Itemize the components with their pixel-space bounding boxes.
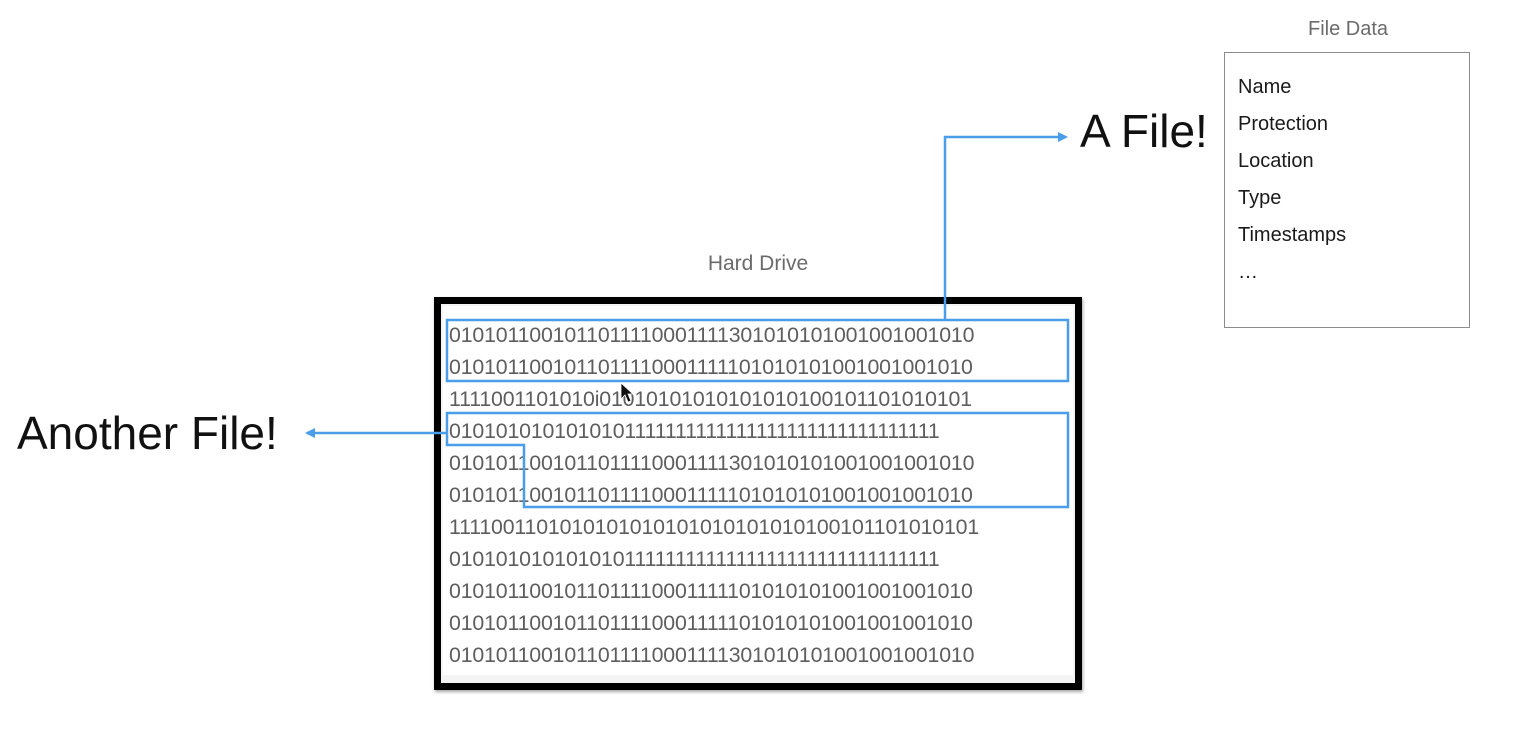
file-data-item-ellipsis: … xyxy=(1238,261,1258,283)
file-data-item-type: Type xyxy=(1238,187,1282,209)
hard-drive-title: Hard Drive xyxy=(707,252,809,275)
mouse-cursor-icon xyxy=(620,382,635,403)
binary-row: 0101010101010101111111111111111111111111… xyxy=(449,547,940,571)
file-data-item-location: Location xyxy=(1238,150,1314,172)
file-2-outline xyxy=(445,411,1070,509)
binary-row: 0101011001011011110001111301010101001001… xyxy=(449,643,975,667)
hard-drive-frame xyxy=(434,297,1082,690)
binary-row: 0101010101010101111111111111111111111111… xyxy=(449,419,940,443)
file-data-item-name: Name xyxy=(1238,76,1292,98)
hard-drive-surface xyxy=(443,306,1073,675)
binary-row: 0101011001011011110001111301010101001001… xyxy=(449,451,975,475)
binary-row: 1111001101010101010101010101010100101101… xyxy=(449,515,980,539)
binary-row: 0101011001011011110001111101010101001001… xyxy=(449,579,973,603)
file-1-arrow xyxy=(943,132,1068,320)
file-data-title: File Data xyxy=(1307,18,1389,40)
file-1-outline xyxy=(445,318,1070,383)
binary-row: 0101011001011011110001111101010101001001… xyxy=(449,483,973,507)
binary-row: 0101011001011011110001111301010101001001… xyxy=(449,323,975,347)
binary-row: 1111001101010i01010101010101010100101101… xyxy=(449,387,972,411)
file-data-list: Name Protection Location Type Timestamps… xyxy=(1238,73,1346,295)
file-data-item-protection: Protection xyxy=(1238,113,1329,135)
binary-row: 0101011001011011110001111101010101001001… xyxy=(449,611,973,635)
file-data-item-timestamps: Timestamps xyxy=(1238,224,1347,246)
another-file-label: Another File! xyxy=(17,407,278,459)
file-data-box: Name Protection Location Type Timestamps… xyxy=(1224,52,1470,328)
a-file-label: A File! xyxy=(1080,105,1208,157)
binary-row: 0101011001011011110001111101010101001001… xyxy=(449,355,973,379)
